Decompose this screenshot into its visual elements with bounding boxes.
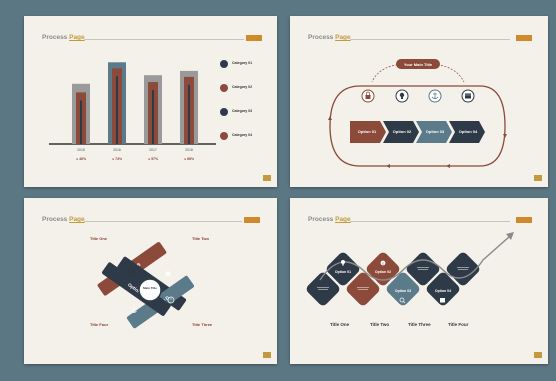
option-arrow-4: [449, 121, 485, 143]
trend-arrowhead: [506, 232, 514, 240]
loop-arrowhead: [386, 164, 390, 168]
page-number: [263, 352, 271, 358]
money-bag-icon: $: [380, 260, 386, 266]
step-title: Title Four: [448, 322, 469, 327]
option-label: Option 03: [395, 289, 411, 293]
option-label: Option 04: [459, 129, 478, 134]
svg-text:$: $: [382, 261, 384, 265]
slide-process-loop[interactable]: Process Page Your Main Title Option 01 O…: [290, 16, 548, 187]
step-diamond-7: [426, 272, 460, 306]
slide-title: Process Page: [42, 216, 85, 223]
stat-value: ● 68%: [184, 157, 195, 161]
option-label: Option 02: [393, 129, 412, 134]
tick-label: 2018: [185, 148, 193, 152]
clock-icon: [167, 296, 175, 304]
tick-label: 2016: [113, 148, 121, 152]
slide-option-cross[interactable]: Process Page Title One Title Two Title F…: [24, 198, 277, 364]
title-tag: [246, 35, 262, 41]
loop-arrowhead: [328, 116, 332, 120]
loop-arrowhead: [503, 134, 507, 138]
tick-label: 2017: [149, 148, 157, 152]
center-label: Main Title: [143, 286, 157, 290]
cross-diagram: Option B Option C Option D Option A Main…: [97, 242, 195, 329]
stat-value: ● 74%: [112, 157, 123, 161]
process-loop-diagram: Your Main Title Option 01 Option 02 Opti…: [328, 59, 507, 168]
title-tag: [516, 35, 532, 41]
page-number: [534, 352, 542, 358]
bulb-icon: [220, 108, 228, 116]
option-arrow-1: [350, 121, 386, 143]
search-icon: [399, 297, 406, 304]
lock-icon: [361, 89, 375, 103]
bar-chart: 2015 2016 2017 2018: [49, 62, 216, 152]
title-tag: [516, 217, 532, 223]
title-two: Title Two: [192, 236, 209, 241]
pin-icon: [220, 84, 228, 92]
stat-value: ● 57%: [148, 157, 159, 161]
wave-diagram: Option 01 Option 02 Option 03 Option 04 …: [306, 232, 514, 306]
bulb-icon: [395, 89, 409, 103]
title-one: Title One: [90, 236, 108, 241]
bar-core: [188, 84, 190, 144]
option-label: Option 04: [435, 289, 451, 293]
bar-core: [80, 100, 82, 144]
title-three: Title Three: [192, 322, 213, 327]
trend-line: [319, 235, 511, 281]
step-diamond-6: [386, 272, 420, 306]
slide-wave-process[interactable]: Process Page Option 01 Option 02 Option …: [290, 198, 548, 364]
option-arrow-3: [416, 121, 452, 143]
person-icon: [220, 60, 228, 68]
stat-value: ● 46%: [76, 157, 87, 161]
title-four: Title Four: [90, 322, 109, 327]
bulb-icon: [341, 260, 345, 266]
loop-arrowhead: [446, 164, 450, 168]
title-rule: [350, 221, 510, 222]
page-number: [263, 175, 271, 181]
option-label: Option 01: [358, 129, 377, 134]
anchor-icon: [428, 89, 442, 103]
step-title: Title Two: [370, 322, 390, 327]
main-title: Your Main Title: [404, 62, 433, 67]
bar-group: [144, 75, 162, 144]
legend-label: Category 01: [232, 61, 253, 65]
calendar-icon: [440, 298, 445, 303]
slide-title: Process Page: [308, 34, 351, 41]
title-rule: [84, 221, 242, 222]
title-rule: [84, 39, 244, 40]
search-icon: [128, 268, 136, 276]
bar-group: [108, 62, 126, 144]
center-circle: [138, 278, 162, 302]
option-bar-a: [102, 262, 171, 316]
legend-label: Category 03: [232, 109, 253, 113]
calendar-icon: [461, 89, 475, 103]
bar-group: [180, 70, 198, 144]
anchor-icon: [131, 307, 137, 313]
step-title: Title Three: [408, 322, 431, 327]
loop-path: [329, 85, 506, 167]
tick-label: 2015: [77, 148, 85, 152]
legend-label: Category 04: [232, 133, 253, 137]
step-title: Title One: [330, 322, 350, 327]
slide-bar-chart[interactable]: Process Page 2015 2016 2017 2018 ● 46% ● 74%…: [24, 16, 277, 187]
drop-icon: [220, 132, 228, 140]
option-label: Option 03: [426, 129, 445, 134]
option-label: Option 02: [375, 270, 391, 274]
option-arrow-2: [383, 121, 419, 143]
legend-label: Category 02: [232, 85, 253, 89]
bar-group: [72, 83, 90, 144]
bar-core: [152, 90, 154, 144]
page-number: [534, 175, 542, 181]
bar-core: [116, 76, 118, 144]
slide-title: Process Page: [42, 34, 85, 41]
slide-title: Process Page: [308, 216, 351, 223]
option-label: Option 01: [335, 270, 351, 274]
star-icon: [164, 270, 172, 277]
main-title-pill: [396, 59, 440, 69]
step-diamond-1: [326, 252, 360, 286]
step-diamond-2: [366, 252, 400, 286]
title-rule: [350, 39, 510, 40]
title-tag: [244, 217, 260, 223]
